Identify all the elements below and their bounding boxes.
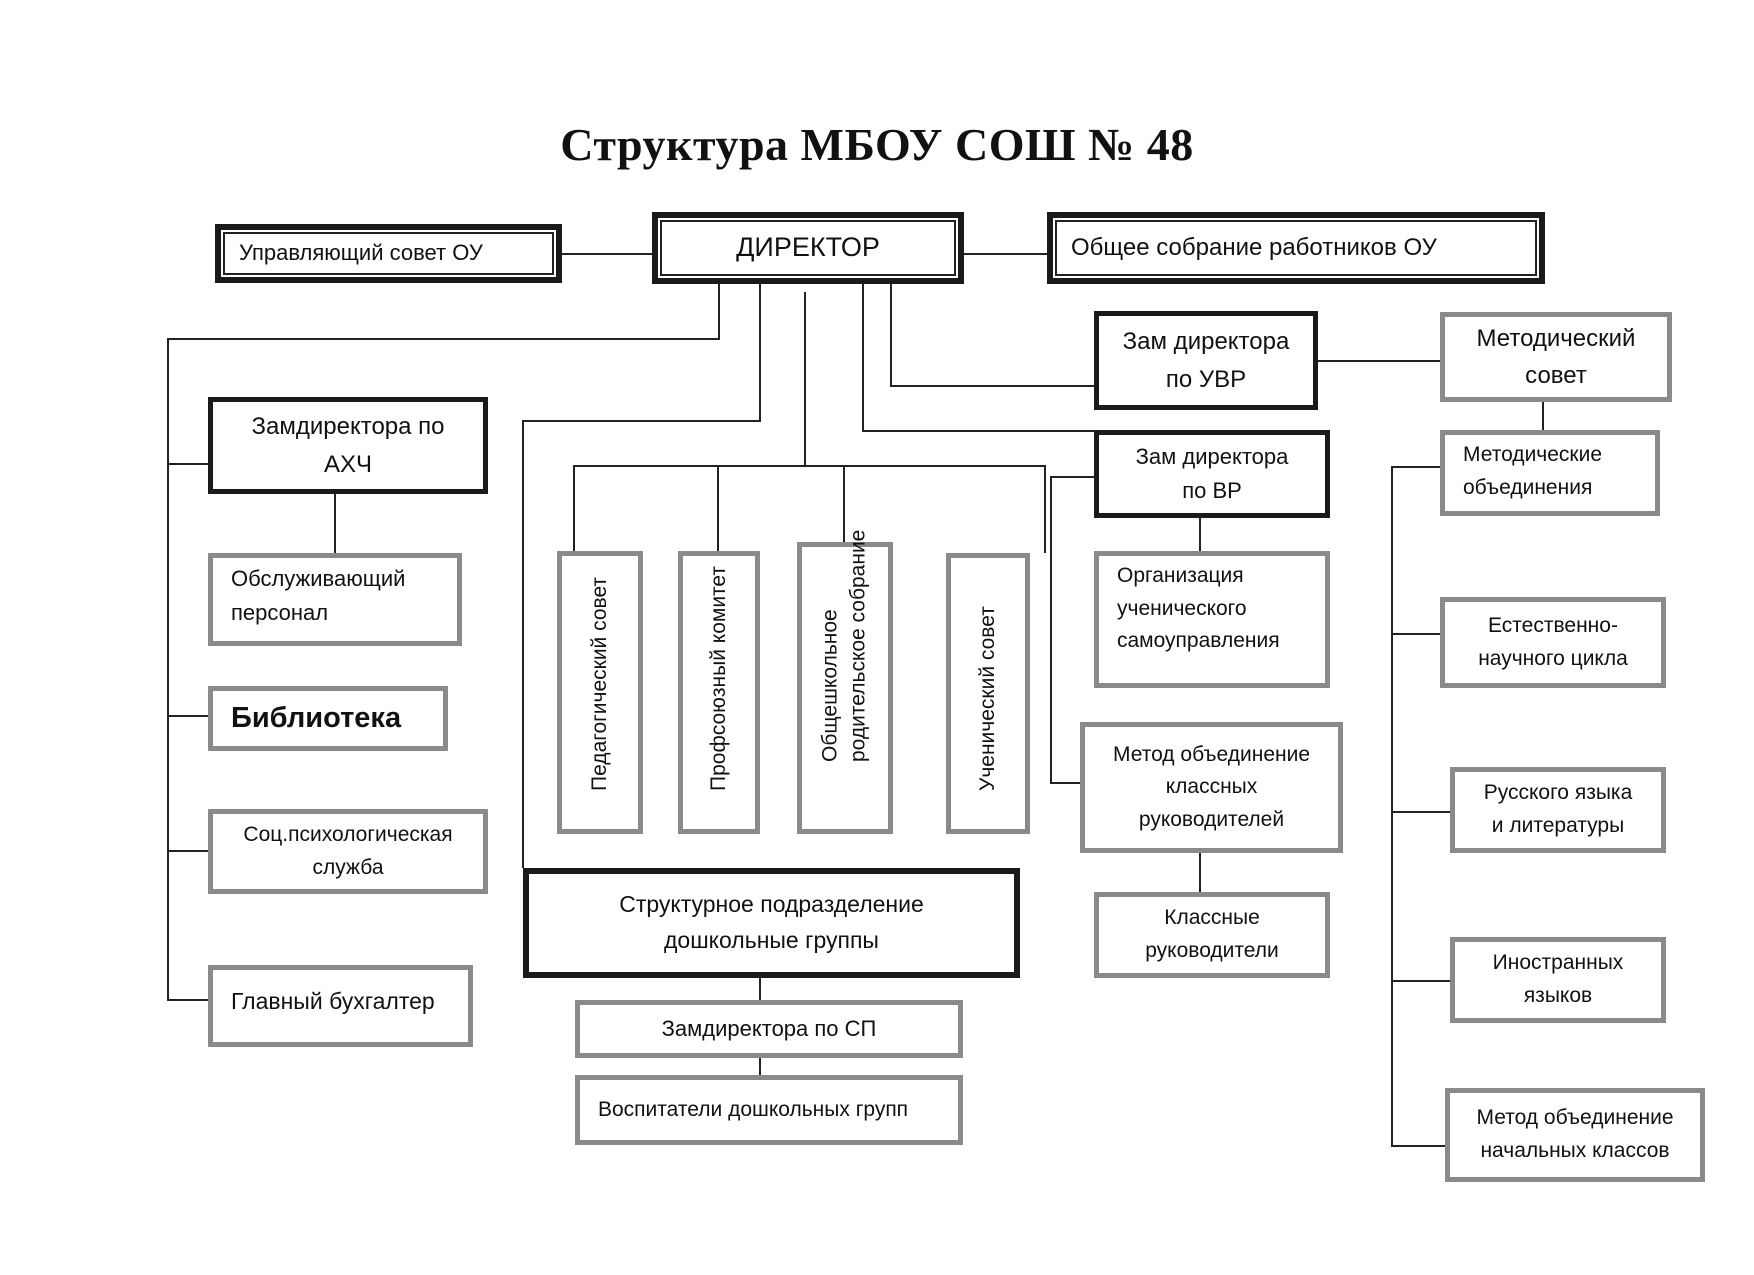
- library-box: Библиотека: [208, 686, 448, 751]
- library-label: Библиотека: [231, 702, 402, 735]
- connector: [167, 284, 720, 1001]
- director-box: ДИРЕКТОР: [652, 212, 964, 284]
- student-self-gov-box: Организация ученического самоуправления: [1094, 551, 1330, 688]
- trade-union-label: Профсоюзный комитет: [706, 565, 730, 791]
- page-title: Структура МБОУ СОШ № 48: [560, 119, 1194, 170]
- pedagogical-council-label: Педагогический совет: [587, 576, 611, 791]
- subject-association-line: Естественно-: [1488, 613, 1618, 637]
- deputy-ahch-box: Замдиректора по АХЧ: [208, 397, 488, 494]
- parents-meeting-box: Общешкольное родительское собрание: [797, 530, 893, 834]
- service-staff-box: Обслуживающий персонал: [208, 553, 462, 646]
- subject-association-line: Метод объединение: [1476, 1106, 1674, 1130]
- connector: [522, 284, 761, 868]
- deputy-sp-box: Замдиректора по СП: [575, 1000, 963, 1058]
- subject-association-box: Метод объединение начальных классов: [1445, 1088, 1705, 1182]
- subject-association-box: Русского языка и литературы: [1450, 767, 1666, 853]
- class-teachers-assoc-line: руководителей: [1138, 807, 1285, 831]
- methodical-council-box: Методический совет: [1440, 312, 1672, 402]
- deputy-uvr-box: Зам директора по УВР: [1094, 311, 1318, 410]
- social-psych-box: Соц.психологическая служба: [208, 809, 488, 894]
- methodical-council-line: совет: [1525, 362, 1587, 389]
- class-teachers-assoc-box: Метод объединение классных руководителей: [1080, 722, 1343, 853]
- trade-union-box: Профсоюзный комитет: [678, 551, 760, 834]
- social-psych-line: Соц.психологическая: [243, 822, 453, 846]
- deputy-ahch-line: АХЧ: [323, 450, 372, 478]
- parents-meeting-line: Общешкольное: [818, 609, 842, 763]
- methodical-associations-box: Методические объединения: [1440, 430, 1660, 516]
- educators-box: Воспитатели дошкольных групп: [575, 1075, 963, 1145]
- parents-meeting-label: Общешкольное родительское собрание: [817, 530, 874, 762]
- student-self-gov-line: самоуправления: [1117, 629, 1280, 653]
- class-teachers-line: руководители: [1145, 939, 1279, 962]
- methodical-council-line: Методический: [1476, 324, 1636, 352]
- deputy-ahch-line: Замдиректора по: [251, 413, 445, 441]
- subject-association-line: научного цикла: [1478, 646, 1628, 670]
- educators-label: Воспитатели дошкольных групп: [598, 1098, 909, 1121]
- deputy-vr-line: Зам директора: [1135, 443, 1289, 469]
- student-council-label: Ученический совет: [975, 605, 999, 791]
- connector: [1050, 476, 1094, 784]
- student-council-box: Ученический совет: [946, 553, 1030, 834]
- preschool-division-line: Структурное подразделение: [619, 891, 924, 918]
- governing-council-label: Управляющий совет ОУ: [239, 240, 483, 266]
- chief-accountant-box: Главный бухгалтер: [208, 965, 473, 1047]
- class-teachers-assoc-line: классных: [1165, 775, 1258, 799]
- preschool-division-box: Структурное подразделение дошкольные гру…: [523, 868, 1020, 978]
- class-teachers-box: Классные руководители: [1094, 892, 1330, 978]
- student-self-gov-line: Организация: [1117, 564, 1244, 587]
- pedagogical-council-box: Педагогический совет: [557, 551, 643, 834]
- methodical-associations-line: объединения: [1463, 475, 1593, 499]
- connector: [890, 284, 1094, 387]
- deputy-vr-box: Зам директора по ВР: [1094, 430, 1330, 518]
- social-psych-line: служба: [312, 855, 384, 879]
- general-meeting-label: Общее собрание работников ОУ: [1071, 234, 1437, 262]
- deputy-uvr-line: по УВР: [1165, 365, 1247, 393]
- connector: [862, 284, 1094, 432]
- subject-association-line: начальных классов: [1480, 1139, 1670, 1162]
- deputy-sp-label: Замдиректора по СП: [661, 1015, 877, 1041]
- student-self-gov-line: ученического: [1117, 596, 1247, 620]
- chief-accountant-label: Главный бухгалтер: [231, 988, 435, 1014]
- deputy-vr-line: по ВР: [1182, 478, 1242, 503]
- subject-association-line: Русского языка: [1483, 781, 1633, 805]
- general-meeting-box: Общее собрание работников ОУ: [1047, 212, 1545, 284]
- subject-association-box: Естественно- научного цикла: [1440, 597, 1666, 688]
- connector: [1391, 466, 1445, 1147]
- service-staff-line: персонал: [231, 600, 329, 626]
- deputy-uvr-line: Зам директора: [1122, 328, 1290, 356]
- class-teachers-line: Классные: [1164, 906, 1260, 930]
- connector: [573, 465, 1046, 553]
- service-staff-line: Обслуживающий: [231, 566, 406, 591]
- director-label: ДИРЕКТОР: [736, 232, 880, 263]
- governing-council-box: Управляющий совет ОУ: [215, 224, 562, 283]
- subject-association-line: и литературы: [1491, 814, 1625, 837]
- subject-association-box: Иностранных языков: [1450, 937, 1666, 1023]
- parents-meeting-line: родительское собрание: [847, 529, 870, 763]
- class-teachers-assoc-line: Метод объединение: [1112, 742, 1311, 766]
- preschool-division-line: дошкольные группы: [664, 927, 879, 953]
- subject-association-line: Иностранных: [1492, 951, 1624, 975]
- methodical-associations-line: Методические: [1463, 443, 1603, 466]
- subject-association-line: языков: [1523, 984, 1593, 1007]
